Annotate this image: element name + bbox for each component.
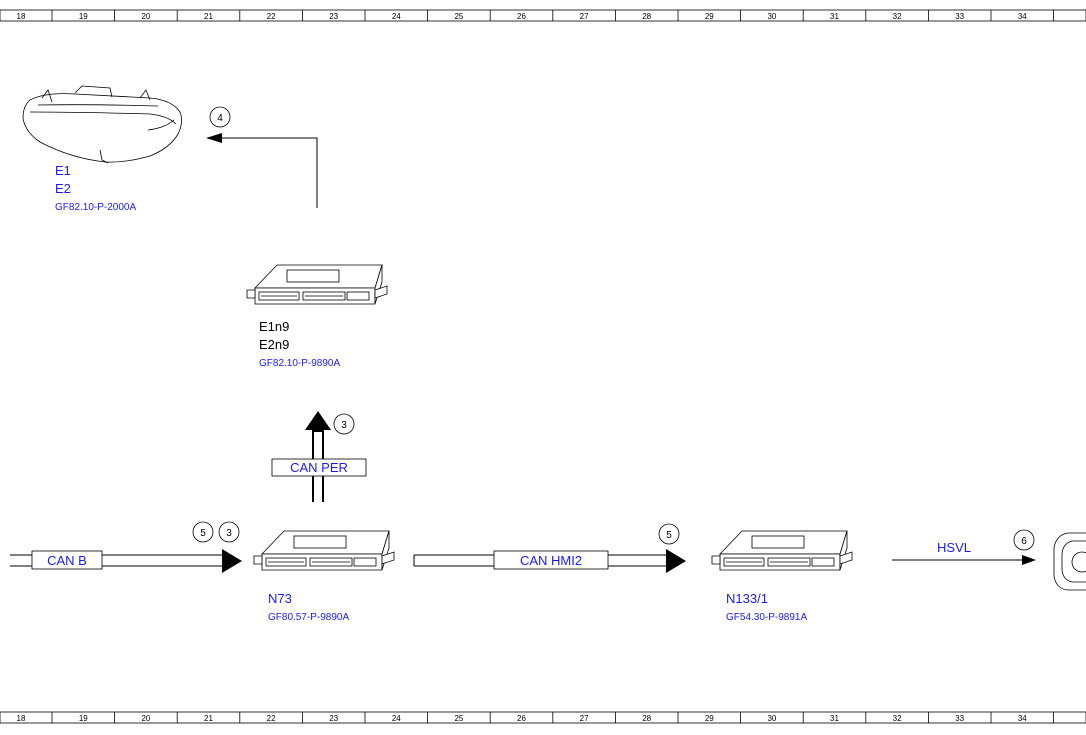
partial-component-icon xyxy=(1053,532,1086,591)
ruler-column-top: 23 xyxy=(329,12,338,21)
ruler-top: 18 19 20 21 22 23 24 25 26 27 28 29 30 31 32 33 34 xyxy=(0,9,1086,22)
ruler-column-bottom: 29 xyxy=(705,714,714,723)
ruler-column-bottom: 24 xyxy=(392,714,401,723)
e1n9-label: E1n9 xyxy=(259,319,289,334)
ruler-column-bottom: 22 xyxy=(267,714,276,723)
callout-6: 6 xyxy=(1013,529,1035,551)
ruler-column-top: 34 xyxy=(1018,12,1027,21)
ruler-column-bottom: 21 xyxy=(204,714,213,723)
ruler-column-top: 26 xyxy=(517,12,526,21)
ruler-column-top: 19 xyxy=(79,12,88,21)
n73-ref-link[interactable]: GF80.57-P-9890A xyxy=(268,612,349,623)
control-unit-e1n9[interactable]: E1n9 E2n9 GF82.10-P-9890A xyxy=(246,264,388,369)
headlamp-label-e1: E1 xyxy=(55,163,71,178)
can-per-label: CAN PER xyxy=(290,460,348,475)
callout-5-right-number: 5 xyxy=(666,530,672,541)
ruler-column-bottom: 19 xyxy=(79,714,88,723)
control-unit-n73[interactable]: N73 GF80.57-P-9890A xyxy=(253,530,395,623)
ruler-column-bottom: 18 xyxy=(17,714,26,723)
e2n9-label: E2n9 xyxy=(259,337,289,352)
callout-5-left-number: 5 xyxy=(200,528,206,539)
ruler-column-top: 22 xyxy=(267,12,276,21)
can-per-bus: CAN PER xyxy=(271,411,367,502)
ruler-column-bottom: 26 xyxy=(517,714,526,723)
signal-arrow-to-headlamp xyxy=(206,133,318,208)
ruler-column-top: 31 xyxy=(830,12,839,21)
callout-6-number: 6 xyxy=(1021,536,1027,547)
hsvl-label: HSVL xyxy=(937,540,971,555)
n73-label: N73 xyxy=(268,591,292,606)
ruler-column-top: 33 xyxy=(955,12,964,21)
hsvl-signal: HSVL xyxy=(892,540,1036,565)
ruler-column-bottom: 23 xyxy=(329,714,338,723)
callout-3-left: 3 xyxy=(218,521,240,543)
n133-ref-link[interactable]: GF54.30-P-9891A xyxy=(726,612,807,623)
headlamp-icon xyxy=(22,85,182,164)
e1n9-ref-link[interactable]: GF82.10-P-9890A xyxy=(259,358,340,369)
ruler-column-top: 29 xyxy=(705,12,714,21)
headlamp-ref-link[interactable]: GF82.10-P-2000A xyxy=(55,202,136,213)
headlamp-label-e2: E2 xyxy=(55,181,71,196)
ruler-column-top: 20 xyxy=(141,12,150,21)
ruler-column-bottom: 28 xyxy=(642,714,651,723)
ruler-column-bottom: 27 xyxy=(580,714,589,723)
ruler-column-top: 24 xyxy=(392,12,401,21)
control-unit-icon xyxy=(253,530,395,571)
ruler-column-bottom: 32 xyxy=(893,714,902,723)
ruler-column-bottom: 33 xyxy=(955,714,964,723)
ruler-column-top: 21 xyxy=(204,12,213,21)
ruler-column-bottom: 31 xyxy=(830,714,839,723)
control-unit-icon xyxy=(246,264,388,305)
can-b-label: CAN B xyxy=(47,553,87,568)
callout-3-up: 3 xyxy=(333,413,355,435)
callout-5-right: 5 xyxy=(658,523,680,545)
ruler-column-top: 18 xyxy=(17,12,26,21)
callout-3-left-number: 3 xyxy=(226,528,232,539)
can-hmi2-bus: CAN HMI2 xyxy=(413,549,686,573)
callout-3-up-number: 3 xyxy=(341,420,347,431)
ruler-column-bottom: 25 xyxy=(454,714,463,723)
ruler-column-top: 25 xyxy=(454,12,463,21)
callout-4-number: 4 xyxy=(217,113,223,124)
can-b-bus: CAN B xyxy=(10,549,242,573)
ruler-column-top: 28 xyxy=(642,12,651,21)
headlamp-component[interactable]: E1 E2 GF82.10-P-2000A xyxy=(22,85,182,213)
ruler-column-top: 30 xyxy=(767,12,776,21)
ruler-column-bottom: 30 xyxy=(767,714,776,723)
ruler-column-bottom: 34 xyxy=(1018,714,1027,723)
ruler-frame xyxy=(0,9,1086,22)
n133-label: N133/1 xyxy=(726,591,768,606)
can-hmi2-label: CAN HMI2 xyxy=(520,553,582,568)
ruler-column-top: 27 xyxy=(580,12,589,21)
control-unit-icon xyxy=(711,530,853,571)
ruler-column-top: 32 xyxy=(893,12,902,21)
ruler-column-bottom: 20 xyxy=(141,714,150,723)
callout-5-left: 5 xyxy=(192,521,214,543)
ruler-frame xyxy=(0,711,1086,724)
ruler-bottom: 18 19 20 21 22 23 24 25 26 27 28 29 30 31 32 33 34 xyxy=(0,711,1086,724)
control-unit-n133-1[interactable]: N133/1 GF54.30-P-9891A xyxy=(711,530,853,623)
callout-4: 4 xyxy=(209,106,231,128)
